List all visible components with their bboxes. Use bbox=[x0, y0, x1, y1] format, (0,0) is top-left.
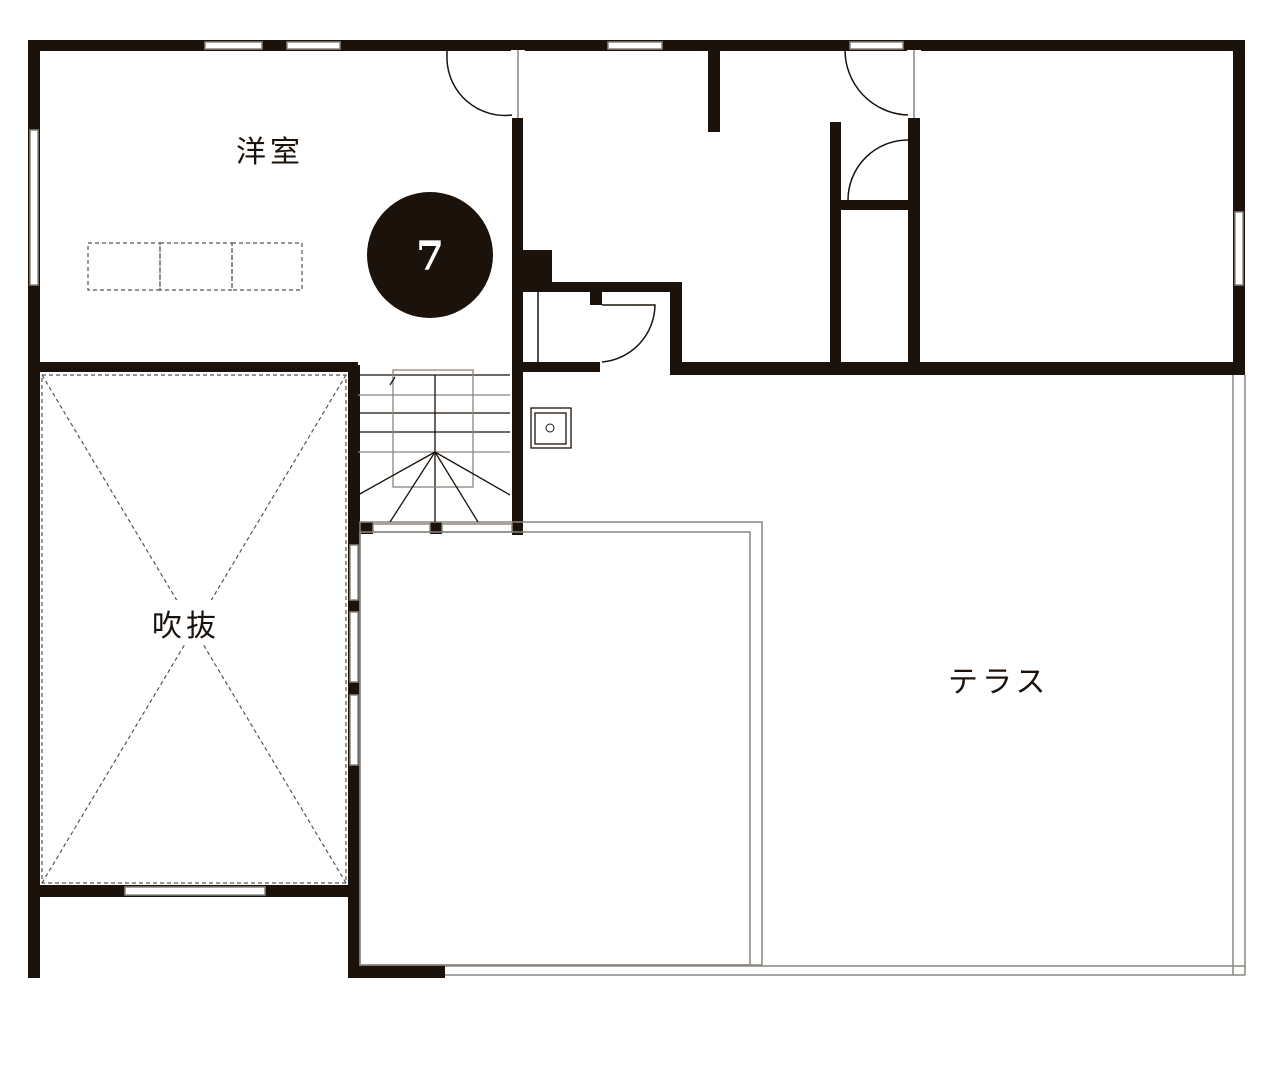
room-label-atrium: 吹抜 bbox=[152, 609, 220, 644]
room-label-terrace: テラス bbox=[948, 665, 1049, 700]
photo-marker: 7 bbox=[367, 192, 493, 318]
staircase bbox=[357, 369, 511, 523]
skylights bbox=[87, 242, 303, 291]
windows bbox=[29, 41, 1244, 896]
terrace-railings bbox=[359, 375, 1246, 976]
doors bbox=[446, 49, 915, 363]
room-label-western-room: 洋室 bbox=[236, 135, 304, 170]
walls bbox=[28, 40, 1245, 978]
marker-number: 7 bbox=[416, 233, 444, 280]
sink-icon bbox=[530, 407, 572, 449]
